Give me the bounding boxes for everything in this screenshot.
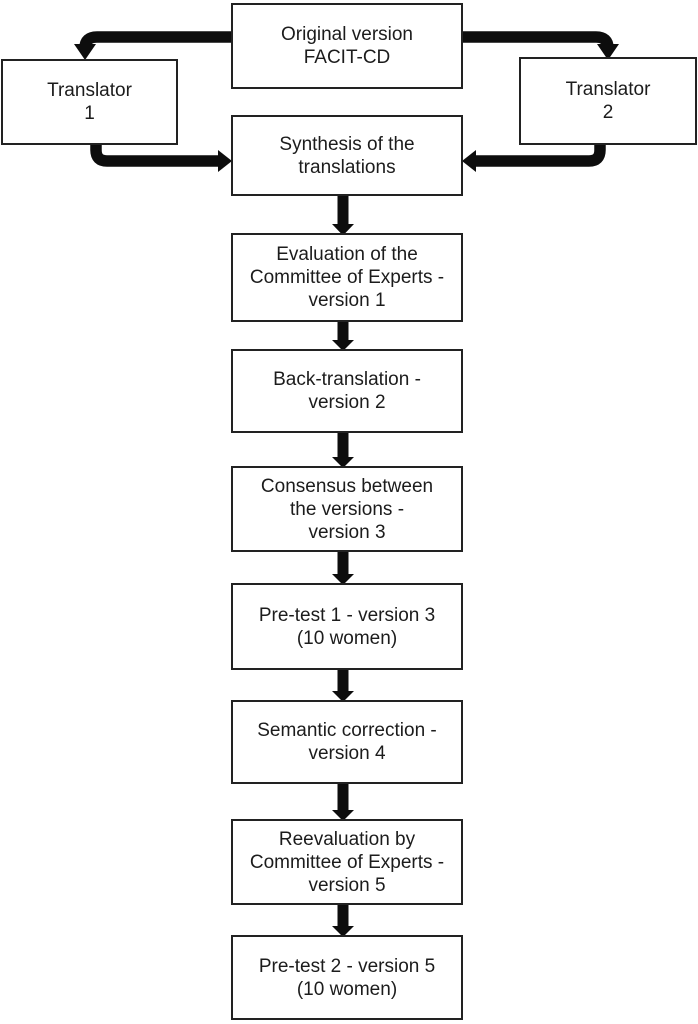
node-label-line: (10 women) bbox=[296, 627, 398, 649]
node-label-line: Committee of Experts - bbox=[249, 851, 445, 873]
node-label-line: translations bbox=[298, 156, 396, 178]
node-label-line: FACIT-CD bbox=[303, 47, 391, 68]
node-label-line: Back-translation - bbox=[273, 369, 421, 390]
node-reevaluation: Reevaluation by Committee of Experts - v… bbox=[231, 819, 463, 905]
node-label-line: Consensus between bbox=[260, 475, 434, 497]
edge-synthesis-to-evaluation bbox=[332, 192, 354, 236]
node-original-version: Original version FACIT-CD bbox=[231, 3, 463, 89]
node-label-line: version 4 bbox=[308, 743, 386, 764]
node-synthesis: Synthesis of the translations bbox=[231, 115, 463, 196]
node-label-line: 1 bbox=[84, 103, 95, 124]
node-label-line: Pre-test 1 - version 3 bbox=[258, 604, 436, 626]
edge-translator2-to-synthesis bbox=[462, 142, 606, 172]
node-label-line: version 1 bbox=[308, 290, 386, 311]
node-label-line: Translator bbox=[47, 80, 132, 101]
node-label-line: Reevaluation by bbox=[278, 828, 416, 850]
node-label-line: version 2 bbox=[308, 392, 386, 413]
node-consensus: Consensus between the versions - version… bbox=[231, 466, 463, 552]
edge-reevaluation-to-pretest2 bbox=[332, 903, 354, 937]
node-label-line: Semantic correction - bbox=[257, 720, 437, 741]
node-label-line: the versions - bbox=[289, 498, 405, 520]
node-label-line: version 3 bbox=[308, 521, 386, 543]
node-label-line: 2 bbox=[602, 102, 614, 123]
node-label-line: Evaluation of the bbox=[276, 244, 418, 265]
edge-original-to-translator1 bbox=[74, 31, 231, 60]
edge-consensus-to-pretest1 bbox=[332, 550, 354, 585]
node-label-line: Committee of Experts - bbox=[249, 267, 445, 288]
node-label-line: Translator bbox=[565, 79, 651, 100]
edge-evaluation-to-backtranslation bbox=[332, 320, 354, 351]
edge-semantic-to-reevaluation bbox=[332, 782, 354, 821]
node-label-line: Original version bbox=[281, 24, 413, 45]
node-label-line: version 5 bbox=[308, 874, 386, 896]
node-label-line: Synthesis of the bbox=[279, 133, 415, 155]
node-pre-test-1: Pre-test 1 - version 3 (10 women) bbox=[231, 583, 463, 670]
edge-translator1-to-synthesis bbox=[90, 142, 232, 172]
node-pre-test-2: Pre-test 2 - version 5 (10 women) bbox=[231, 935, 463, 1020]
node-back-translation: Back-translation - version 2 bbox=[231, 349, 463, 433]
node-label-line: (10 women) bbox=[296, 978, 398, 1000]
edge-backtranslation-to-consensus bbox=[332, 431, 354, 468]
node-evaluation-committee: Evaluation of the Committee of Experts -… bbox=[231, 233, 463, 322]
node-label-line: Pre-test 2 - version 5 bbox=[258, 955, 436, 977]
node-semantic-correction: Semantic correction - version 4 bbox=[231, 700, 463, 784]
edge-original-to-translator2 bbox=[463, 31, 619, 60]
node-translator-1: Translator 1 bbox=[1, 59, 178, 145]
edge-pretest1-to-semantic bbox=[332, 668, 354, 702]
node-translator-2: Translator 2 bbox=[519, 57, 697, 145]
